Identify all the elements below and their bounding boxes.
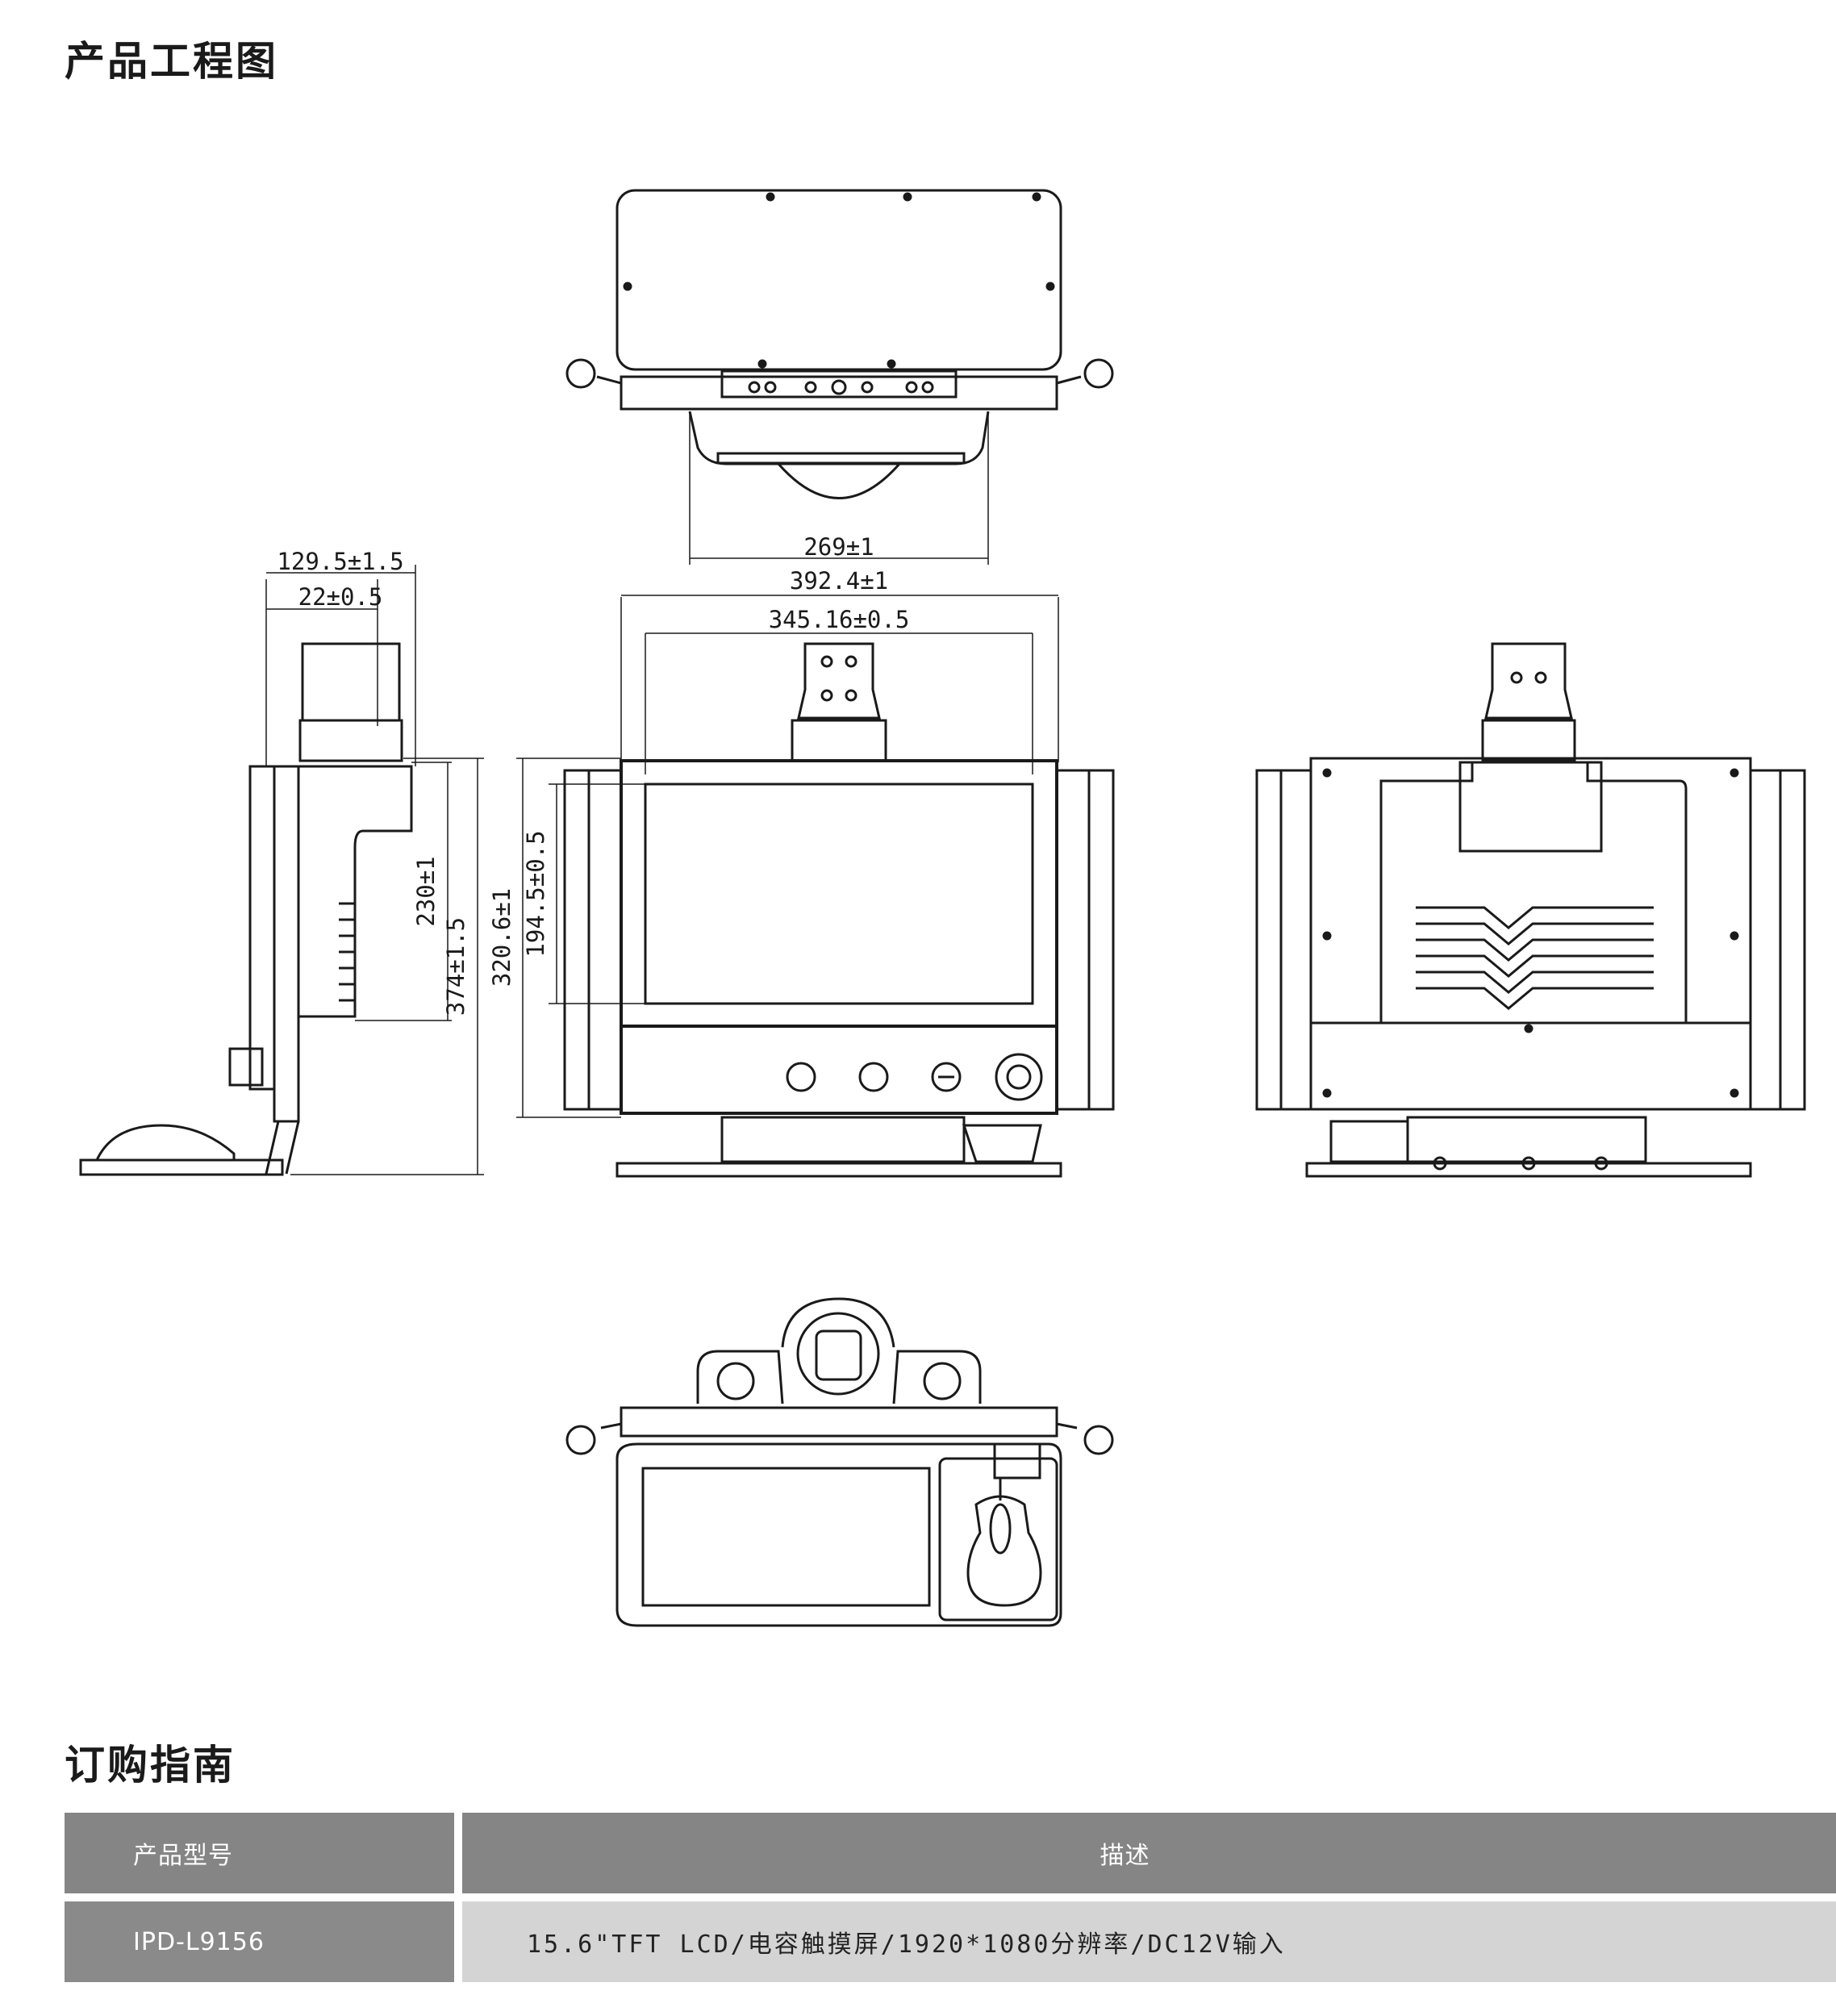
section-title-engineering: 产品工程图 [65,38,278,85]
dim-front-height-320: 320.6±1 [488,888,515,987]
bottom-view [565,1297,1114,1627]
engineering-drawing: 269±1 392.4±1 345.16±0.5 129.5±1.5 22±0.… [79,189,1806,1627]
dim-front-overall-width: 392.4±1 [790,567,888,595]
side-view [79,565,484,1176]
header-model: 产品型号 [65,1813,454,1893]
dim-side-height-374: 374±1.5 [442,917,469,1016]
front-view [516,595,1115,1178]
section-title-ordering: 订购指南 [65,1742,236,1789]
cell-description: 15.6"TFT LCD/电容触摸屏/1920*1080分辨率/DC12V输入 [462,1901,1836,1982]
dim-side-height-230: 230±1 [412,856,440,926]
ordering-table: 产品型号 描述 IPD-L9156 15.6"TFT LCD/电容触摸屏/192… [65,1813,1836,1982]
rear-view [1255,642,1806,1178]
dim-side-depth: 129.5±1.5 [277,548,403,575]
cell-model: IPD-L9156 [65,1901,454,1982]
table-row: IPD-L9156 15.6"TFT LCD/电容触摸屏/1920*1080分辨… [65,1901,1836,1982]
header-description: 描述 [462,1813,1836,1893]
dim-front-screen-height: 194.5±0.5 [522,830,549,957]
dim-top-inner-width: 269±1 [803,533,874,561]
dim-front-screen-width: 345.16±0.5 [769,606,910,633]
dim-side-offset: 22±0.5 [298,583,383,611]
top-view [565,189,1114,565]
table-header-row: 产品型号 描述 [65,1813,1836,1893]
